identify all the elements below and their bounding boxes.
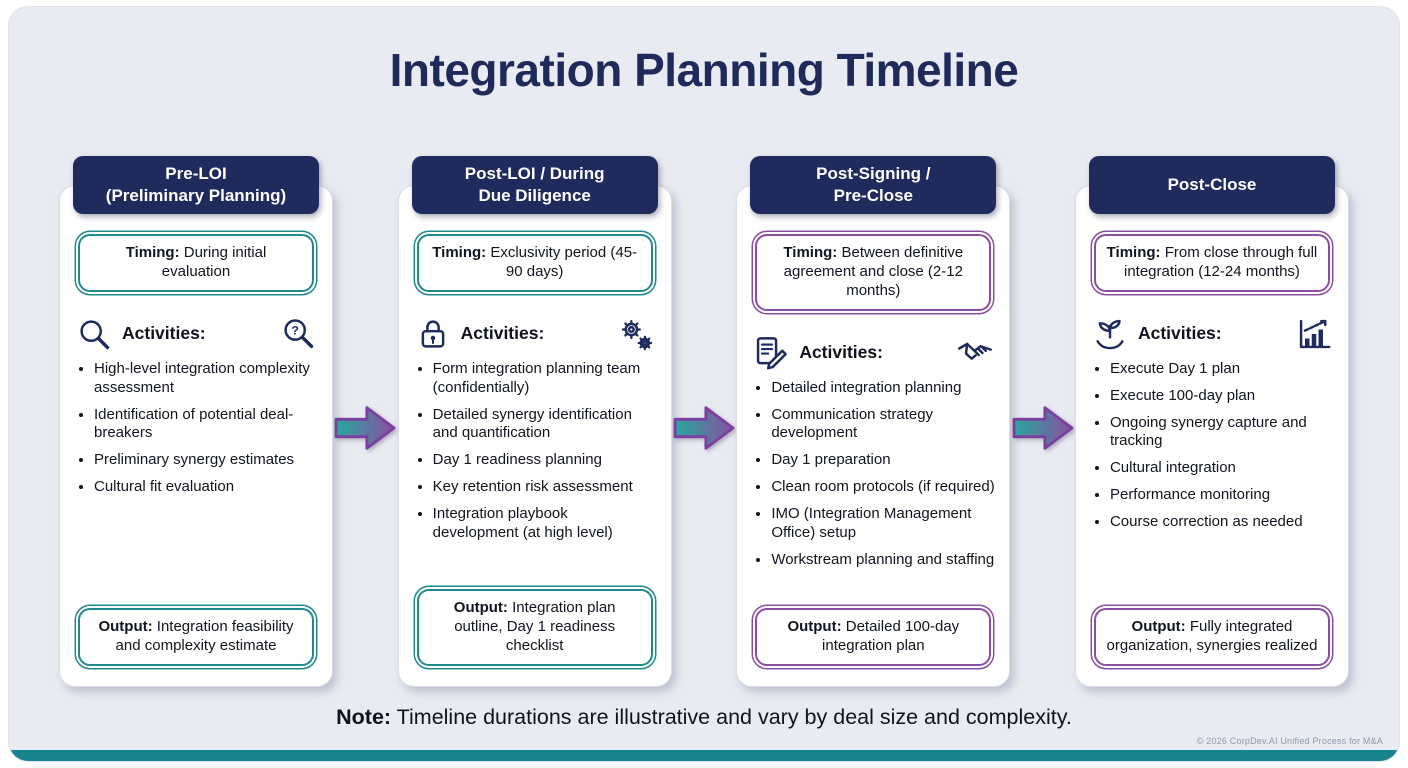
activity-item: High-level integration complexity assess… xyxy=(94,360,318,398)
timing-box: Timing: During initial evaluation xyxy=(78,234,314,292)
activities-list: High-level integration complexity assess… xyxy=(74,360,318,505)
note: Note: Timeline durations are illustrativ… xyxy=(9,705,1399,730)
phase-card: Pre-LOI (Preliminary Planning) Timing: D… xyxy=(59,156,333,687)
plant-hand-icon xyxy=(1092,316,1128,352)
flow-arrow xyxy=(334,401,396,460)
output-text: Fully integrated organization, synergies… xyxy=(1106,618,1318,655)
timing-label: Timing: xyxy=(783,244,838,261)
phase-header: Post-LOI / During Due Diligence xyxy=(411,156,658,214)
activity-item: Detailed integration planning xyxy=(771,379,995,398)
note-text: Timeline durations are illustrative and … xyxy=(396,705,1072,729)
output-box: Output: Detailed 100-day integration pla… xyxy=(755,608,992,666)
flow-arrow xyxy=(673,401,735,460)
timing-text: Exclusivity period (45-90 days) xyxy=(490,244,638,280)
timing-label: Timing: xyxy=(432,244,487,261)
output-label: Output: xyxy=(1131,618,1186,636)
gears-icon xyxy=(619,316,655,352)
activity-item: Identification of potential deal-breaker… xyxy=(94,406,318,444)
phase-header: Post-Close xyxy=(1088,156,1335,214)
activity-item: Execute Day 1 plan xyxy=(1110,360,1334,379)
activities-header: Activities: xyxy=(415,316,655,352)
diagram-canvas: Integration Planning Timeline Pre-LOI (P… xyxy=(8,6,1400,762)
activity-item: Integration playbook development (at hig… xyxy=(433,505,657,543)
document-pen-icon xyxy=(753,335,789,371)
activities-label: Activities: xyxy=(1137,323,1222,344)
activity-item: Preliminary synergy estimates xyxy=(94,451,318,470)
timing-label: Timing: xyxy=(1106,244,1161,261)
output-box: Output: Integration plan outline, Day 1 … xyxy=(416,589,653,666)
footer-credit: © 2026 CorpDev.AI Unified Process for M&… xyxy=(1196,736,1383,746)
output-label: Output: xyxy=(453,599,508,617)
timing-label: Timing: xyxy=(125,244,180,261)
search-icon xyxy=(76,316,112,352)
phase-card: Post-Signing / Pre-Close Timing: Between… xyxy=(736,156,1011,687)
activities-list: Form integration planning team (confiden… xyxy=(413,360,657,551)
activity-item: Course correction as needed xyxy=(1110,513,1334,532)
output-label: Output: xyxy=(98,618,153,636)
phase-card: Post-LOI / During Due Diligence Timing: … xyxy=(397,156,672,687)
output-text: Integration plan outline, Day 1 readines… xyxy=(454,599,616,655)
activity-item: Form integration planning team (confiden… xyxy=(433,360,657,398)
output-label: Output: xyxy=(787,618,842,636)
timing-box: Timing: Exclusivity period (45-90 days) xyxy=(416,234,653,292)
activities-label: Activities: xyxy=(122,323,206,344)
svg-text:?: ? xyxy=(291,323,299,337)
activity-item: Workstream planning and staffing xyxy=(771,551,995,570)
activities-header: Activities: xyxy=(1092,316,1332,352)
activity-item: Key retention risk assessment xyxy=(433,478,657,497)
note-label: Note: xyxy=(336,705,392,729)
activities-list: Execute Day 1 planExecute 100-day planOn… xyxy=(1090,360,1334,540)
timing-text: During initial evaluation xyxy=(161,244,267,280)
handshake-icon xyxy=(957,335,993,371)
activity-item: Clean room protocols (if required) xyxy=(771,478,995,497)
phase-header: Post-Signing / Pre-Close xyxy=(750,156,997,214)
activities-list: Detailed integration planningCommunicati… xyxy=(751,379,995,578)
output-box: Output: Fully integrated organization, s… xyxy=(1093,608,1330,666)
activity-item: Day 1 readiness planning xyxy=(433,451,657,470)
output-text: Integration feasibility and complexity e… xyxy=(115,618,294,655)
activity-item: Cultural integration xyxy=(1110,459,1334,478)
lock-icon xyxy=(415,316,451,352)
bottom-accent-strip xyxy=(9,750,1399,761)
timing-box: Timing: From close through full integrat… xyxy=(1093,234,1330,292)
page-title: Integration Planning Timeline xyxy=(389,44,1019,96)
activities-label: Activities: xyxy=(799,342,883,363)
output-text: Detailed 100-day integration plan xyxy=(822,618,960,655)
growth-chart-icon xyxy=(1296,316,1332,352)
phase-header: Pre-LOI (Preliminary Planning) xyxy=(73,156,319,214)
activities-label: Activities: xyxy=(460,323,545,344)
activities-header: Activities: ? xyxy=(76,316,316,352)
phases-row: Pre-LOI (Preliminary Planning) Timing: D… xyxy=(9,155,1399,687)
search-question-icon: ? xyxy=(280,316,316,352)
activities-header: Activities: xyxy=(753,335,993,371)
timing-box: Timing: Between definitive agreement and… xyxy=(755,234,992,311)
timing-text: Between definitive agreement and close (… xyxy=(783,244,964,299)
activity-item: Performance monitoring xyxy=(1110,486,1334,505)
activity-item: Ongoing synergy capture and tracking xyxy=(1110,414,1334,452)
activity-item: Day 1 preparation xyxy=(771,451,995,470)
activity-item: Communication strategy development xyxy=(771,406,995,444)
phase-card: Post-Close Timing: From close through fu… xyxy=(1074,156,1349,687)
activity-item: Execute 100-day plan xyxy=(1110,387,1334,406)
activity-item: Detailed synergy identification and quan… xyxy=(433,406,657,444)
timing-text: From close through full integration (12-… xyxy=(1124,244,1318,280)
activity-item: Cultural fit evaluation xyxy=(94,478,318,497)
activity-item: IMO (Integration Management Office) setu… xyxy=(771,505,995,543)
flow-arrow xyxy=(1012,401,1074,460)
output-box: Output: Integration feasibility and comp… xyxy=(78,608,314,666)
